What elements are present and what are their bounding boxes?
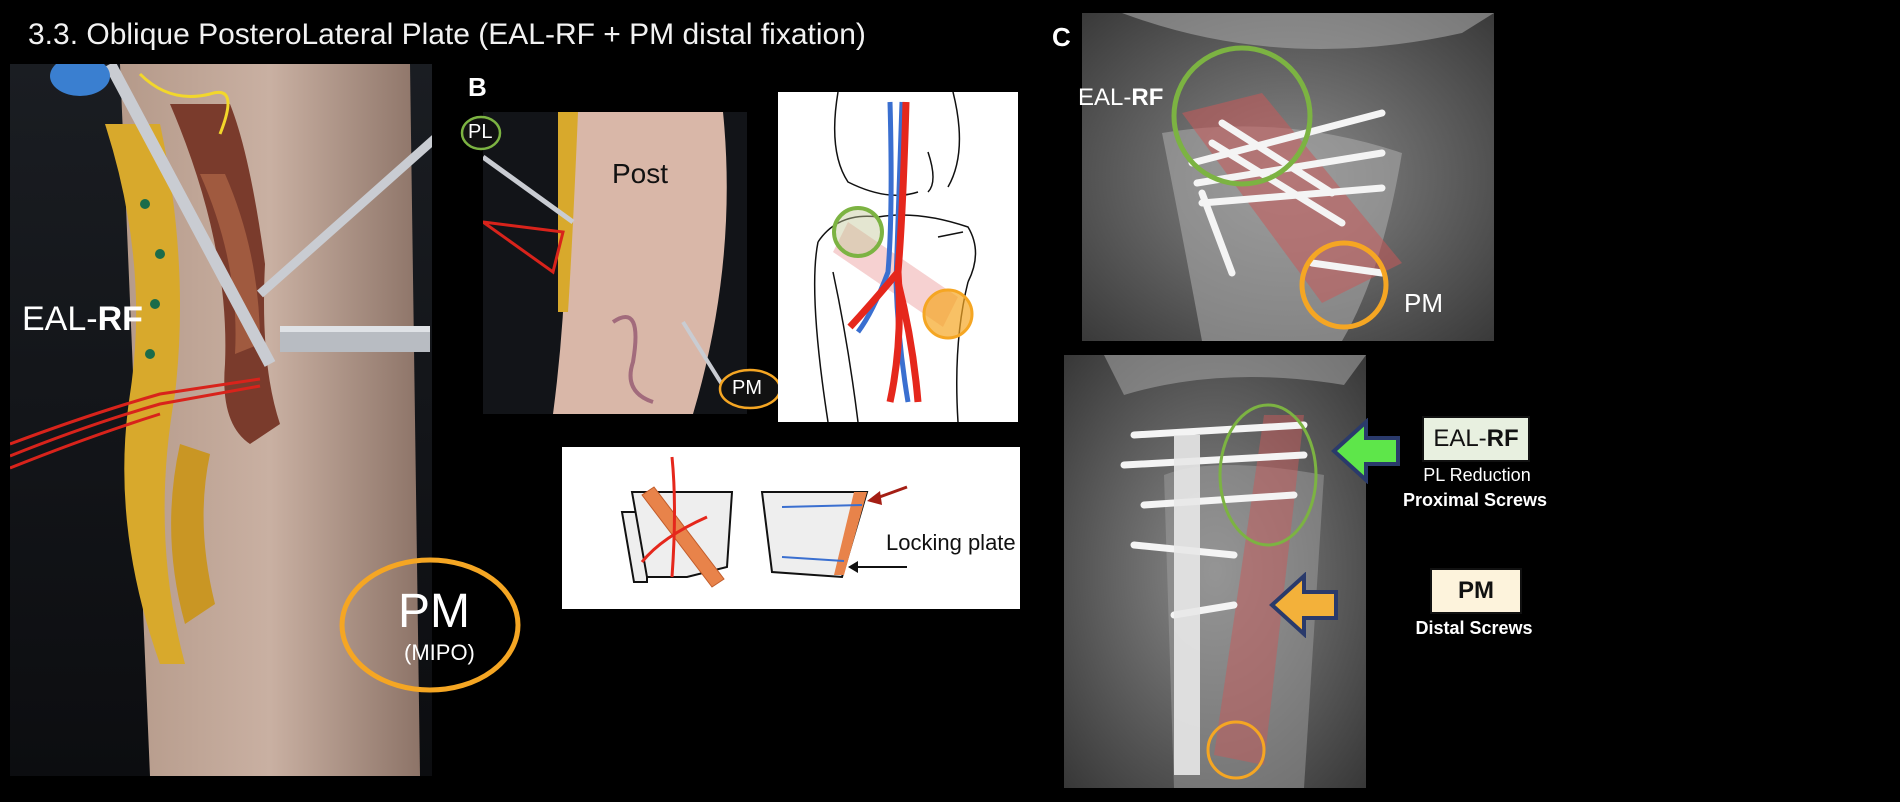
page-title: 3.3. Oblique PosteroLateral Plate (EAL-R…: [28, 18, 866, 51]
green-arrow-icon: [1330, 418, 1402, 484]
xray-top-image: [1082, 13, 1494, 341]
locking-plate-diagram: [620, 456, 908, 588]
proximal-screws-label: Proximal Screws: [1402, 490, 1548, 510]
panel-c-pm-label: PM: [1404, 288, 1443, 318]
panel-b-letter: B: [468, 72, 487, 102]
pl-label: PL: [468, 121, 493, 143]
distal-screws-label: Distal Screws: [1415, 618, 1533, 638]
surgical-photo-illustration: [10, 64, 432, 776]
rf-text: RF: [1131, 84, 1164, 111]
eal-text: EAL-: [1433, 425, 1487, 452]
xray-top: [1082, 13, 1494, 341]
pl-reduction-label: PL Reduction: [1423, 465, 1531, 485]
mipo-sublabel: (MIPO): [404, 640, 475, 665]
panel-c-eal-rf-label: EAL-RF: [1078, 84, 1163, 112]
xray-bottom: [1064, 355, 1366, 788]
legend-eal-rf-box: EAL-RF: [1422, 416, 1530, 462]
eal-text: EAL-: [22, 300, 98, 338]
panel-a-eal-rf-label: EAL-RF: [22, 300, 143, 339]
locking-plate-diagram-panel: [562, 447, 1020, 609]
vascular-diagram-panel: [778, 92, 1018, 422]
pm-small-label: PM: [732, 377, 762, 399]
orange-arrow-icon: [1268, 572, 1340, 638]
locking-plate-label: Locking plate: [886, 530, 1016, 555]
panel-a-surgical-photo: [10, 64, 432, 776]
rf-text: RF: [1486, 425, 1519, 452]
post-label: Post: [612, 158, 669, 189]
vascular-diagram: [813, 92, 977, 422]
panel-b-posterior-photo: [483, 112, 747, 414]
panel-c-letter: C: [1052, 22, 1071, 52]
posterior-leg-illustration: [483, 112, 747, 414]
rf-text: RF: [97, 300, 143, 338]
pm-mipo-ellipse: [338, 556, 522, 694]
eal-text: EAL-: [1078, 84, 1132, 111]
pl-circle: [460, 115, 502, 151]
legend-pm-box: PM: [1430, 568, 1522, 614]
xray-bottom-image: [1064, 355, 1366, 788]
pm-mipo-label: PM: [398, 585, 470, 638]
